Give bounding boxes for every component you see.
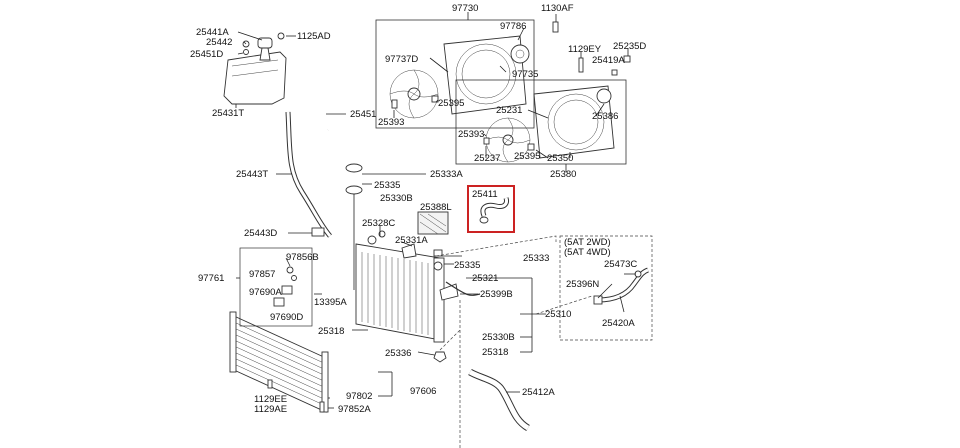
label-25442[interactable]: 25442	[206, 37, 232, 48]
label-97852A[interactable]: 97852A	[338, 404, 371, 415]
label-97857[interactable]: 97857	[249, 269, 275, 280]
label-25441A[interactable]: 25441A	[196, 27, 229, 38]
label-25431T[interactable]: 25431T	[212, 108, 244, 119]
label-97761[interactable]: 97761	[198, 273, 224, 284]
label-25396N[interactable]: 25396N	[566, 279, 599, 290]
label-1129EY[interactable]: 1129EY	[568, 44, 602, 55]
label-25412A[interactable]: 25412A	[522, 387, 555, 398]
note-5at-2wd: (5AT 2WD)	[564, 237, 611, 248]
label-25443T[interactable]: 25443T	[236, 169, 268, 180]
label-25399B[interactable]: 25399B	[480, 289, 513, 300]
label-25335-top[interactable]: 25335	[374, 180, 400, 191]
label-25333[interactable]: 25333	[523, 253, 549, 264]
label-25395-top[interactable]: 25395	[438, 98, 464, 109]
label-25330B-bottom[interactable]: 25330B	[482, 332, 515, 343]
label-25331A[interactable]: 25331A	[395, 235, 428, 246]
label-25393-mid[interactable]: 25393	[458, 129, 484, 140]
label-25335-bottom[interactable]: 25335	[454, 260, 480, 271]
label-25411[interactable]: 25411	[472, 189, 498, 200]
label-97730[interactable]: 97730	[452, 3, 478, 14]
label-97786[interactable]: 97786	[500, 21, 526, 32]
label-13395A[interactable]: 13395A	[314, 297, 347, 308]
label-25420A[interactable]: 25420A	[602, 318, 635, 329]
highlight-box-25411[interactable]	[467, 185, 515, 233]
label-25328C[interactable]: 25328C	[362, 218, 395, 229]
label-25336[interactable]: 25336	[385, 348, 411, 359]
label-25388L[interactable]: 25388L	[420, 202, 452, 213]
label-25419A[interactable]: 25419A	[592, 55, 625, 66]
label-97690A[interactable]: 97690A	[249, 287, 282, 298]
label-25333A[interactable]: 25333A	[430, 169, 463, 180]
radiator	[355, 243, 459, 343]
label-1130AF[interactable]: 1130AF	[541, 3, 574, 14]
label-25350[interactable]: 25350	[547, 153, 573, 164]
label-25451D[interactable]: 25451D	[190, 49, 223, 60]
reservoir-tank	[223, 32, 287, 105]
label-25318-left[interactable]: 25318	[318, 326, 344, 337]
label-25451[interactable]: 25451	[350, 109, 376, 120]
label-97735[interactable]: 97735	[512, 69, 538, 80]
label-1125AD[interactable]: 1125AD	[297, 31, 331, 42]
label-25473C[interactable]: 25473C	[604, 259, 637, 270]
label-97606[interactable]: 97606	[410, 386, 436, 397]
label-25318-right[interactable]: 25318	[482, 347, 508, 358]
label-25310[interactable]: 25310	[545, 309, 571, 320]
fan-shroud-2	[483, 85, 615, 163]
fan-shroud-1	[389, 35, 530, 119]
label-25380[interactable]: 25380	[550, 169, 576, 180]
label-97856B[interactable]: 97856B	[286, 252, 319, 263]
label-25235D[interactable]: 25235D	[613, 41, 646, 52]
label-25393-top[interactable]: 25393	[378, 117, 404, 128]
label-97690D[interactable]: 97690D	[270, 312, 303, 323]
label-25237[interactable]: 25237	[474, 153, 500, 164]
note-5at-4wd: (5AT 4WD)	[564, 247, 611, 258]
label-25231[interactable]: 25231	[496, 105, 522, 116]
label-97737D[interactable]: 97737D	[385, 54, 418, 65]
label-1129EE[interactable]: 1129EE	[254, 394, 287, 405]
label-25395-mid[interactable]: 25395	[514, 151, 540, 162]
label-1129AE[interactable]: 1129AE	[254, 404, 287, 415]
label-25330B-top[interactable]: 25330B	[380, 193, 413, 204]
label-25443D[interactable]: 25443D	[244, 228, 277, 239]
label-97802[interactable]: 97802	[346, 391, 372, 402]
label-25386[interactable]: 25386	[592, 111, 618, 122]
label-25321[interactable]: 25321	[472, 273, 498, 284]
condenser	[229, 311, 329, 413]
